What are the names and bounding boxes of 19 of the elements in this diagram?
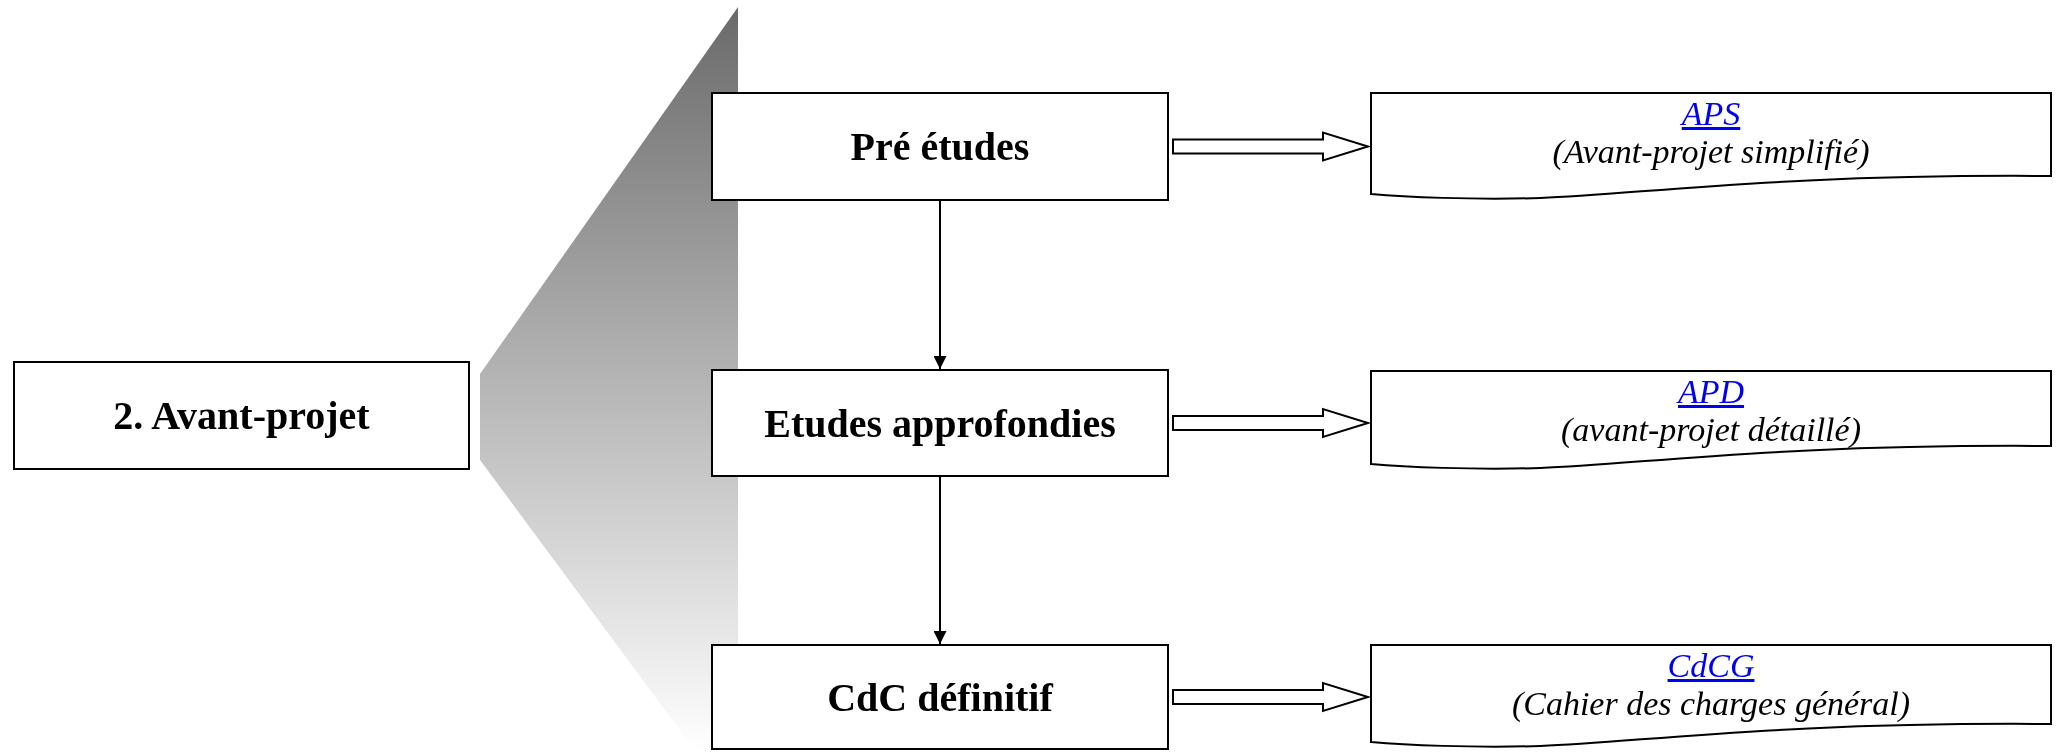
block-arrow bbox=[1172, 407, 1372, 439]
process-box bbox=[711, 369, 1169, 477]
box-label: 2. Avant-projet bbox=[113, 392, 370, 439]
document-description: (Cahier des charges général) bbox=[1511, 683, 1911, 723]
box-label: Pré études bbox=[850, 123, 1030, 170]
box-label: CdC définitif bbox=[827, 673, 1053, 721]
process-box bbox=[711, 644, 1169, 750]
document-description: (avant-projet détaillé) bbox=[1561, 409, 1861, 449]
process-box bbox=[13, 361, 470, 470]
process-box bbox=[711, 92, 1169, 201]
document-link: CdCG bbox=[1667, 648, 1755, 684]
box-label: Etudes approfondies bbox=[764, 399, 1116, 447]
block-arrow bbox=[1172, 681, 1372, 713]
document-link: APD bbox=[1677, 374, 1745, 410]
arrow bbox=[933, 476, 947, 645]
document-description: (Avant-projet simplifié) bbox=[1552, 131, 1870, 171]
document-link: APS bbox=[1681, 96, 1741, 132]
block-arrow bbox=[1172, 131, 1372, 162]
arrow bbox=[933, 200, 947, 370]
